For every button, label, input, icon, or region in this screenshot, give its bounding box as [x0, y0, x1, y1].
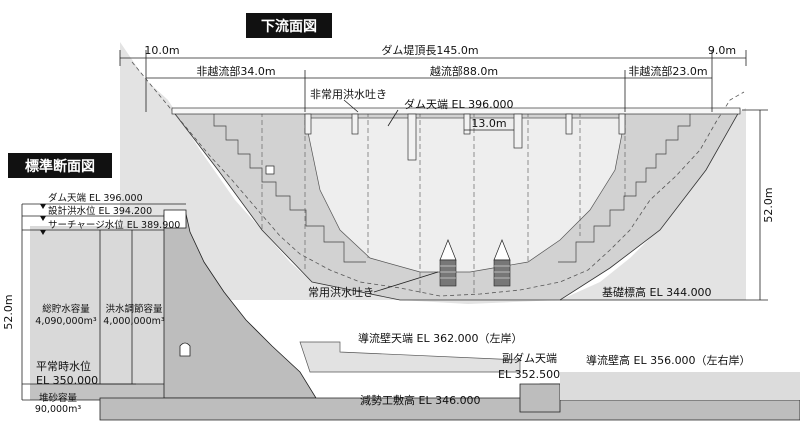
downstream-view-title: 下流面図 — [246, 13, 332, 38]
water-level-lines — [21, 203, 186, 401]
sediment-label: 堆砂容量 — [39, 392, 78, 404]
sediment-zone — [30, 384, 164, 400]
training-wall — [299, 341, 521, 373]
surcharge-level-label: サーチャージ水位 EL 389.900 — [48, 219, 180, 231]
standard-section-title-text: 標準断面図 — [25, 158, 95, 175]
downstream-view-title-text: 下流面図 — [261, 18, 317, 35]
crest-bridge — [171, 107, 741, 115]
non-overflow-left-label: 非越流部34.0m — [196, 64, 275, 78]
sub-dam-value: EL 352.500 — [498, 368, 560, 381]
gallery-box — [265, 165, 275, 175]
sub-dam — [519, 383, 561, 413]
crest-pier — [163, 209, 187, 229]
stilling-basin-label: 減勢工敷高 EL 346.000 — [360, 393, 481, 407]
sediment-value: 90,000m³ — [35, 404, 81, 415]
left-margin-label: 10.0m — [144, 44, 179, 57]
total-storage-label: 総貯水容量 — [42, 303, 90, 315]
emergency-spillway-label: 非常用洪水吐き — [310, 87, 387, 101]
crest-elevation-label: ダム天端 EL 396.000 — [404, 97, 514, 111]
right-margin-label: 9.0m — [708, 44, 736, 57]
flood-control-value: 4,000,000m³ — [103, 316, 165, 327]
regular-spillway-label: 常用洪水吐き — [308, 285, 374, 299]
standard-section-title: 標準断面図 — [8, 153, 112, 178]
design-flood-level-label: 設計洪水位 EL 394.200 — [48, 205, 152, 217]
total-storage-value: 4,090,000m³ — [35, 316, 97, 327]
sub-dam-label: 副ダム天端 — [502, 351, 557, 365]
regular-spillway-outlets — [439, 239, 511, 287]
left-abutment-steps — [200, 111, 366, 263]
non-overflow-right-label: 非越流部23.0m — [628, 64, 707, 78]
normal-level-label: 平常時水位 — [36, 359, 91, 373]
downstream-height-label: 52.0m — [762, 187, 775, 222]
inspection-gallery — [179, 342, 191, 357]
overflow-label: 越流部88.0m — [430, 64, 498, 78]
downstream-terrain — [560, 372, 800, 400]
block-joints — [261, 112, 626, 296]
flood-control-label: 洪水調節容量 — [105, 303, 163, 315]
gate-pitch-label: 13.0m — [471, 117, 506, 130]
section-crest-label: ダム天端 EL 396.000 — [48, 192, 143, 204]
foundation-elevation-label: 基礎標高 EL 344.000 — [602, 285, 712, 299]
excavation-line — [131, 61, 745, 297]
spillway-piers — [304, 113, 626, 161]
downstream-dimensions — [119, 50, 768, 301]
right-abutment-steps — [558, 112, 691, 263]
training-wall-both-label: 導流壁高 EL 356.000（左右岸） — [586, 353, 751, 367]
training-wall-left-label: 導流壁天端 EL 362.000（左岸） — [358, 331, 523, 345]
reservoir-water — [30, 226, 164, 384]
normal-level-value: EL 350.000 — [36, 374, 98, 387]
section-height-label: 52.0m — [2, 294, 15, 329]
crest-length-label: ダム堤頂長145.0m — [381, 43, 478, 57]
